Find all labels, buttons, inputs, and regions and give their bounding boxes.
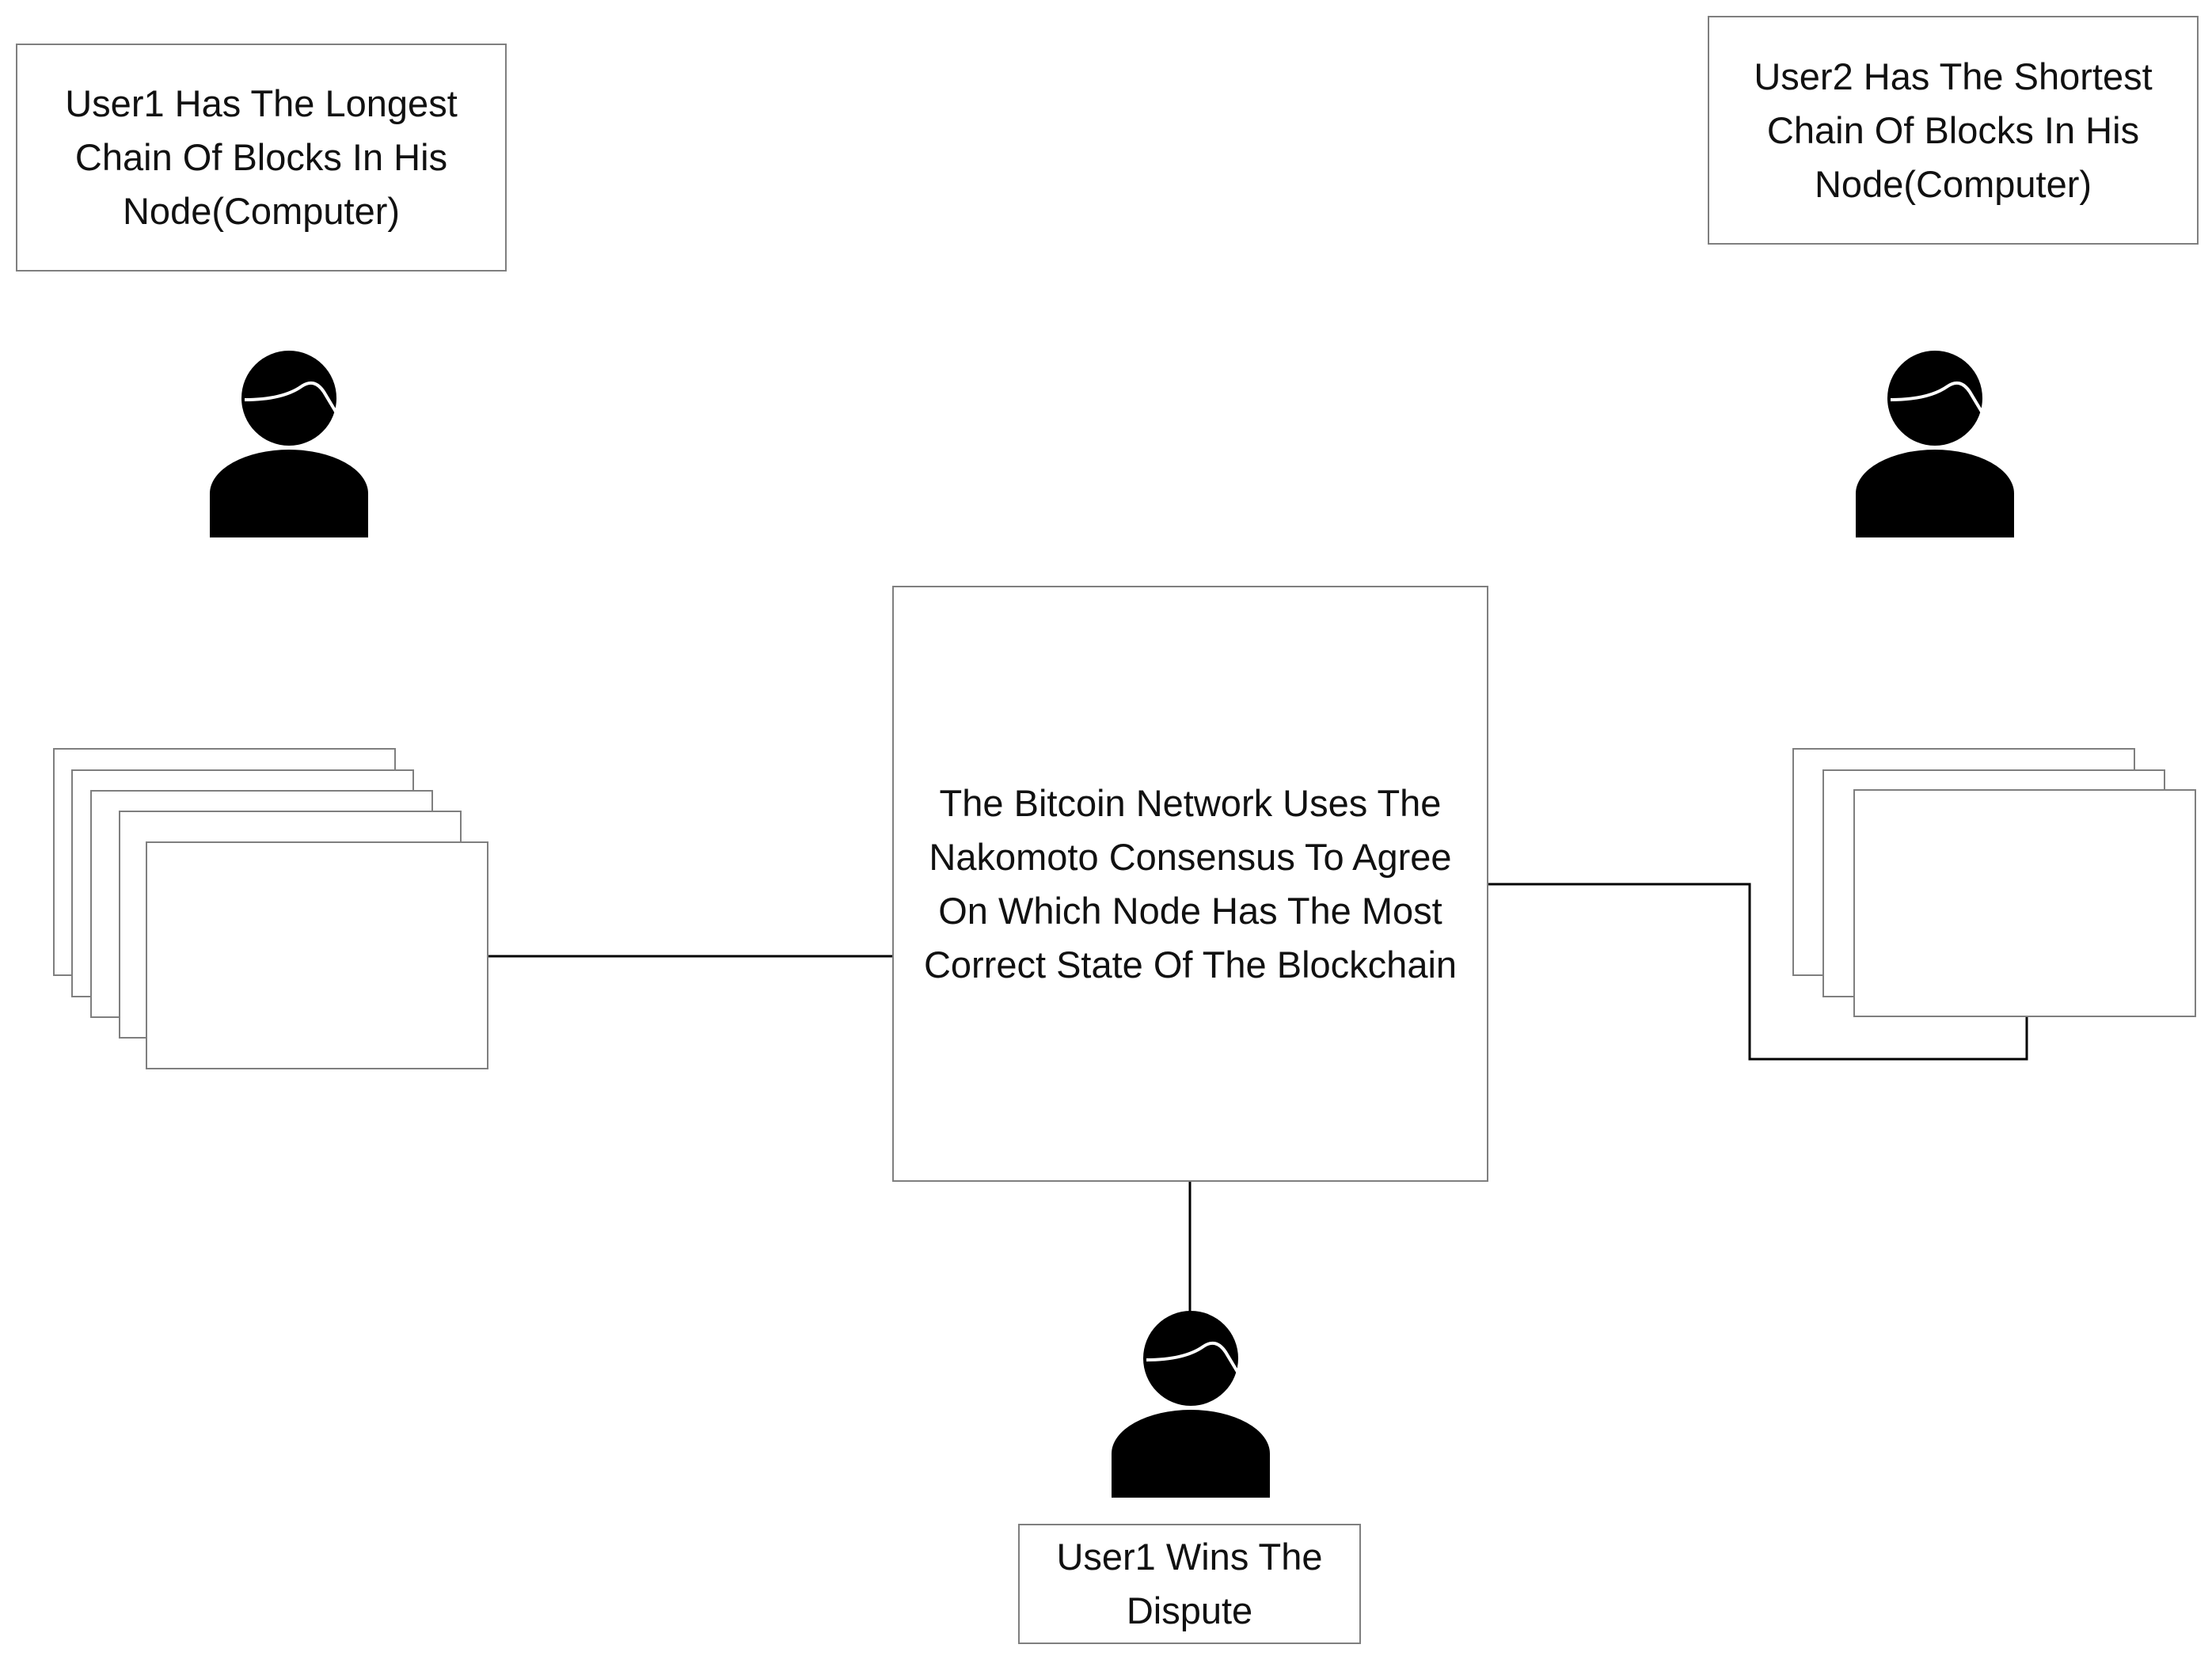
user1-note-text: User1 Has The Longest Chain Of Blocks In… <box>65 82 458 232</box>
user2-note: User2 Has The Shortest Chain Of Blocks I… <box>1708 16 2199 245</box>
user2-note-text: User2 Has The Shortest Chain Of Blocks I… <box>1754 55 2153 205</box>
dispute-judge-person-icon <box>1105 1311 1276 1498</box>
user1-person-icon <box>203 351 374 537</box>
dispute-result-text: User1 Wins The Dispute <box>1056 1536 1323 1631</box>
bitcoin-network-box: The Bitcoin Network Uses The Nakomoto Co… <box>892 586 1488 1182</box>
dispute-result-note: User1 Wins The Dispute <box>1018 1524 1361 1644</box>
user1-block-5 <box>146 841 488 1069</box>
user1-note: User1 Has The Longest Chain Of Blocks In… <box>16 44 507 272</box>
user2-person-icon <box>1849 351 2020 537</box>
bitcoin-network-text: The Bitcoin Network Uses The Nakomoto Co… <box>923 781 1458 986</box>
user2-block-3 <box>1853 789 2196 1017</box>
